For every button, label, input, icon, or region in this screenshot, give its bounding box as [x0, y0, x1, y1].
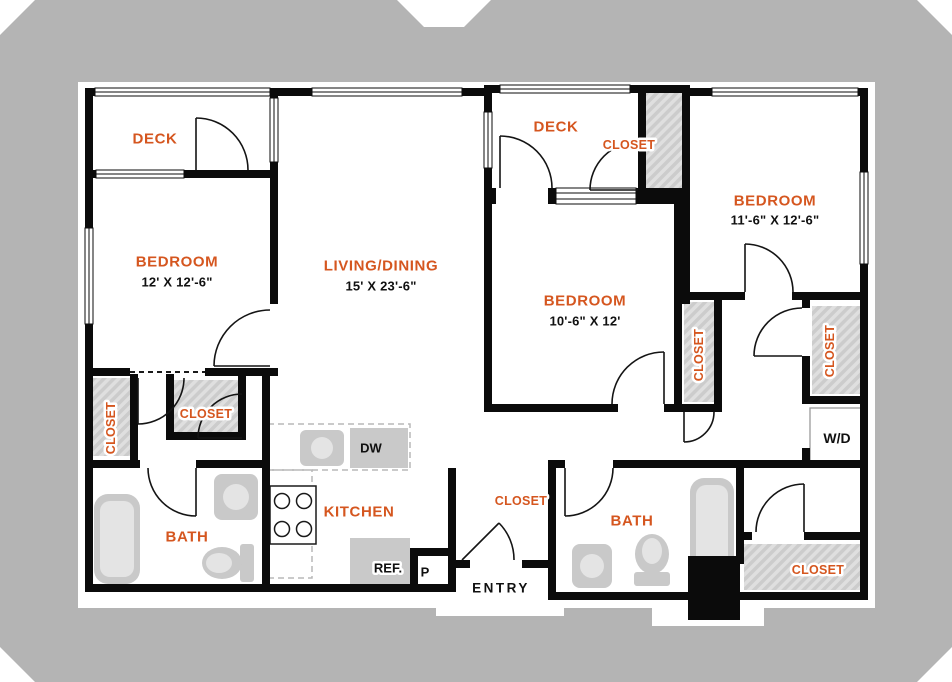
label-kitchen: KITCHEN [324, 504, 395, 521]
label-closet-bedroom-right: CLOSET [823, 325, 837, 378]
window [483, 111, 493, 169]
label-entry: ENTRY [472, 581, 530, 596]
toilet-left [202, 544, 254, 582]
label-refrigerator: REF. [374, 561, 402, 576]
washer-dryer-box [809, 407, 863, 463]
bathtub-left [94, 494, 140, 584]
window [859, 171, 869, 265]
door-swing-closet-center [683, 411, 715, 443]
label-closet-hall-left: CLOSET [104, 402, 118, 455]
refrigerator [350, 538, 410, 588]
dims-bedroom-right: 11'-6" X 12'-6" [731, 213, 820, 228]
label-washer-dryer: W/D [823, 430, 850, 446]
door-swing-closet-top [589, 141, 639, 191]
window [269, 97, 279, 163]
doors [137, 117, 805, 561]
window [311, 87, 463, 97]
label-closet-entry: CLOSET [495, 494, 548, 508]
closet-hatch-top [646, 93, 682, 188]
label-dishwasher: DW [360, 441, 382, 456]
label-bedroom-right: BEDROOM [734, 193, 817, 210]
label-deck-center: DECK [534, 119, 579, 136]
closet-hatch-right-vertical [812, 306, 860, 394]
label-closet-top: CLOSET [603, 138, 656, 152]
door-swing-closet-bottom-right [755, 483, 805, 533]
kitchen-sink [300, 430, 344, 466]
closet-hatch-bedroom-left [174, 380, 238, 432]
window [711, 87, 859, 97]
toilet-right [634, 534, 670, 586]
windows [84, 84, 869, 325]
door-swing-closet-bedroom-right [753, 307, 803, 357]
pedestal-sink-right [572, 544, 612, 588]
structural-block [688, 556, 740, 620]
label-bedroom-left: BEDROOM [136, 254, 219, 271]
door-swing-deck-center [499, 135, 553, 189]
door-swing-deck-left [195, 117, 249, 171]
door-swing-bedroom-left [213, 309, 271, 367]
door-swing-bedroom-center [611, 351, 665, 405]
vanity-sink-left [214, 474, 258, 520]
closet-hatch-bottom-right [744, 544, 860, 590]
label-living-dining: LIVING/DINING [324, 258, 438, 275]
dims-living-dining: 15' X 23'-6" [345, 279, 416, 294]
window [84, 227, 94, 325]
label-bath-left: BATH [166, 529, 209, 546]
door-swing-bedroom-right [744, 243, 794, 293]
closet-hatch-center-vertical [684, 302, 714, 402]
label-bath-right: BATH [611, 513, 654, 530]
window [499, 84, 631, 94]
entry-margin [436, 600, 564, 616]
door-swing-bath-left [147, 467, 197, 517]
door-swing-closet-bedroom-left [197, 393, 243, 439]
dims-bedroom-center: 10'-6" X 12' [549, 314, 620, 329]
label-closet-bedroom-left: CLOSET [180, 407, 233, 421]
door-swing-entry [461, 522, 515, 561]
labels: DECK BEDROOM 12' X 12'-6" LIVING/DINING … [102, 119, 851, 596]
closet-hatch-left-vertical [93, 378, 130, 456]
label-bedroom-center: BEDROOM [544, 293, 627, 310]
dims-bedroom-left: 12' X 12'-6" [141, 275, 212, 290]
window [94, 87, 271, 97]
window [555, 187, 637, 205]
door-swing-bath-right [564, 467, 614, 517]
label-closet-bottom-right: CLOSET [792, 563, 845, 577]
label-deck-left: DECK [133, 131, 178, 148]
dishwasher [350, 428, 408, 468]
label-closet-center: CLOSET [692, 329, 706, 382]
range-stove [269, 485, 317, 545]
door-swing-closet-hall-left [137, 377, 185, 425]
label-pantry: P [421, 565, 430, 580]
window [95, 169, 185, 179]
closet-shelving [93, 93, 860, 590]
